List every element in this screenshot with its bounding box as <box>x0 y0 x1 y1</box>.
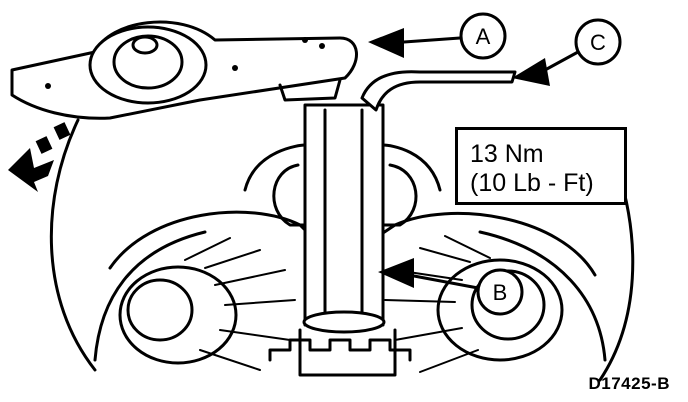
wrench-pin <box>131 35 159 55</box>
callout-c-leader <box>543 50 580 72</box>
callout-b-circle <box>476 268 524 316</box>
callout-c-circle <box>574 18 622 66</box>
spanner-wrench <box>10 20 358 120</box>
callout-c: C <box>512 18 622 86</box>
leader-arrow-icon <box>368 28 404 58</box>
bottom-gear-teeth <box>268 338 412 362</box>
wrench-jaw <box>278 78 342 102</box>
impeller-rim-right <box>478 230 607 362</box>
left-fan-blades <box>184 237 296 371</box>
callout-a-circle <box>459 12 507 60</box>
wrench-hole-1 <box>232 65 238 71</box>
wrench-hole-3 <box>319 43 325 49</box>
center-shaft <box>243 103 442 334</box>
socket-body <box>303 103 385 327</box>
housing-outline-left <box>49 118 97 372</box>
callout-b: B <box>378 258 524 316</box>
callout-a-label: A <box>476 24 491 49</box>
callout-b-leader <box>412 274 480 290</box>
collar-ring <box>243 143 442 192</box>
callout-a-leader <box>402 36 462 44</box>
right-fan-blades <box>384 235 491 373</box>
callout-b-label: B <box>493 280 508 305</box>
socket-bottom <box>302 310 386 334</box>
leader-arrow-icon <box>378 258 414 288</box>
wrench-hole-2 <box>302 37 308 43</box>
rotation-direction-arrow-icon <box>8 122 71 192</box>
left-fan-boss <box>126 278 194 342</box>
shaft-collar-right <box>381 163 418 227</box>
impeller-rim-left <box>93 230 207 362</box>
wrench-hole-4 <box>45 83 51 89</box>
torque-metric: 13 Nm <box>470 140 544 168</box>
holding-bar <box>360 70 517 112</box>
callout-c-label: C <box>590 30 606 55</box>
bottom-flange <box>298 328 397 377</box>
leader-arrow-icon <box>512 58 550 86</box>
shaft-collar-left <box>272 163 307 227</box>
torque-spec-box: 13 Nm (10 Lb - Ft) <box>455 127 627 205</box>
torque-imperial: (10 Lb - Ft) <box>470 169 594 197</box>
callout-a: A <box>368 12 507 60</box>
figure-id: D17425-B <box>588 374 670 393</box>
